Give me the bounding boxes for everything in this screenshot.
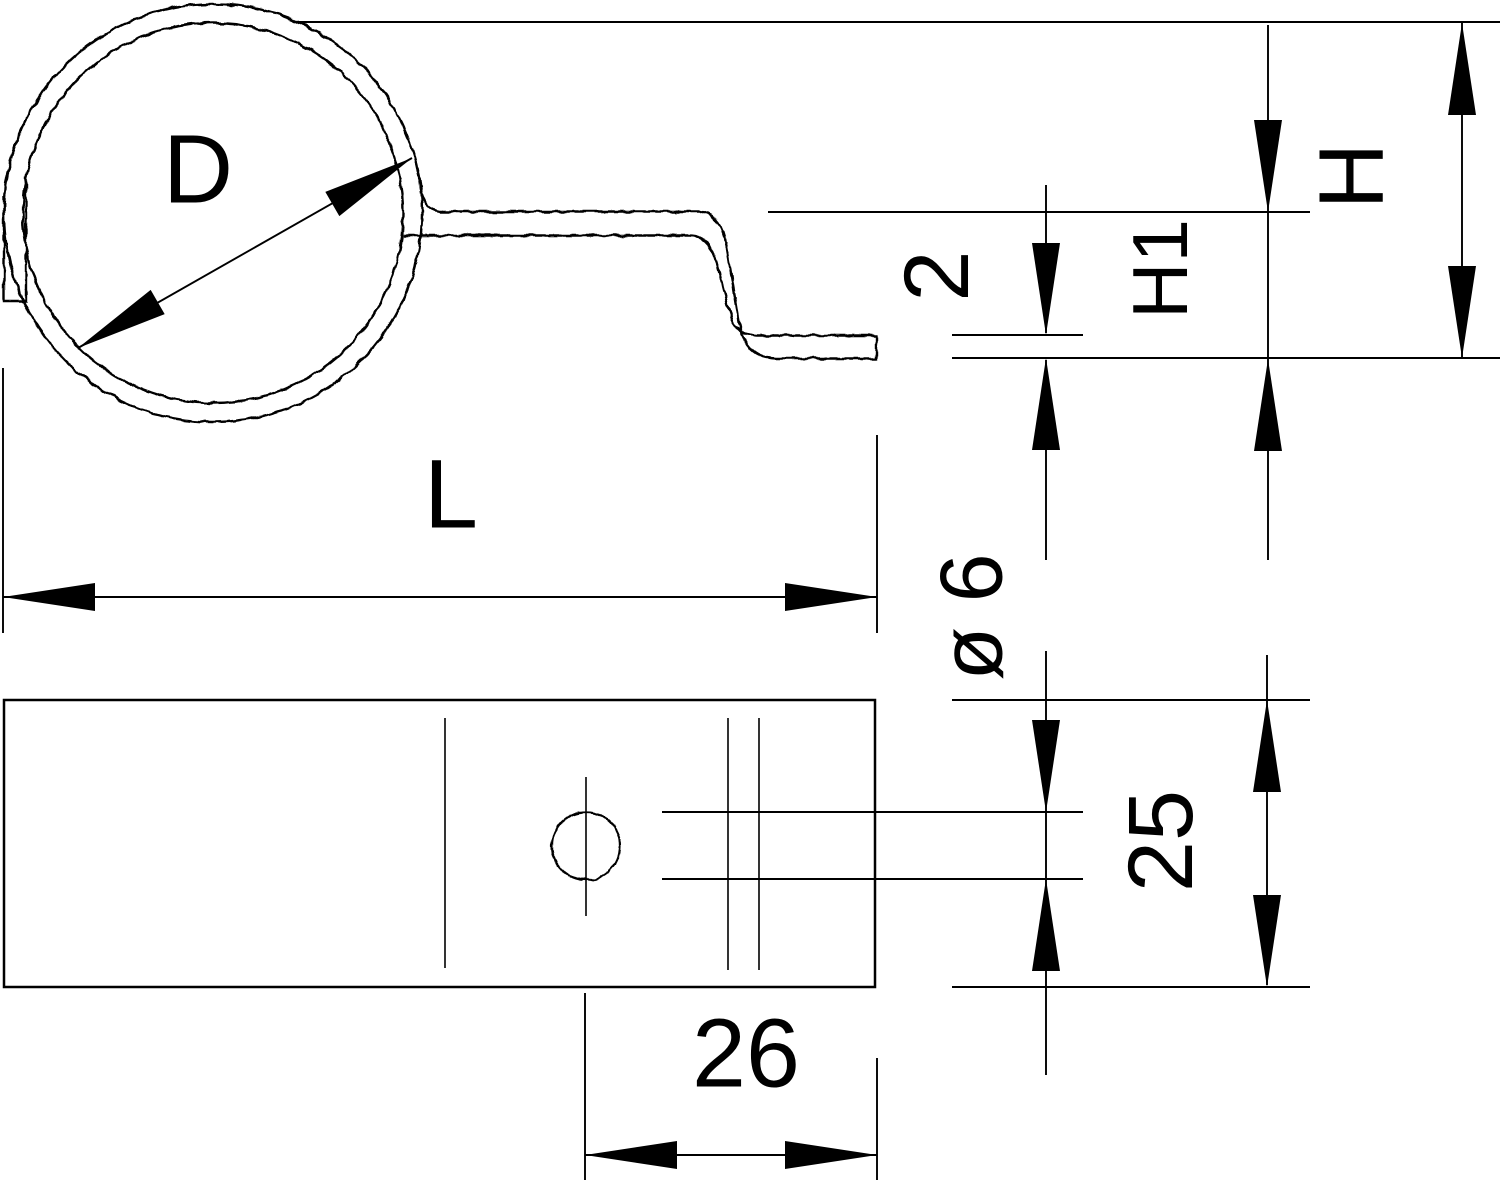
clamp-band-end-tail — [2, 176, 28, 303]
arrow-H1-bottom — [1254, 359, 1282, 451]
arrow-2-top — [1032, 243, 1060, 335]
clamp-inner-circle — [21, 21, 405, 405]
arrow-25-bottom — [1253, 895, 1281, 987]
arrow-25-top — [1253, 700, 1281, 792]
label-pipe-diameter-D: D — [163, 115, 233, 224]
bottom-view-flange-plate — [2, 698, 877, 989]
label-hole-diameter-o6: ø 6 — [922, 553, 1021, 680]
extension-lines — [2, 21, 1500, 1180]
arrow-26-left — [585, 1141, 677, 1169]
label-overall-height-H: H — [1301, 143, 1403, 209]
side-view-clamp-profile — [2, 2, 878, 424]
dimension-arrowheads — [3, 23, 1476, 1169]
arrow-H1-top — [1254, 120, 1282, 212]
label-flange-height-H1: H1 — [1116, 219, 1204, 319]
arrow-L-left — [3, 583, 95, 611]
arrow-H-bottom — [1448, 266, 1476, 358]
flange-plate-outline — [2, 698, 877, 989]
label-material-thickness-2: 2 — [886, 250, 988, 301]
label-plate-width-25: 25 — [1110, 790, 1212, 892]
dimension-labels: D L H H1 2 ø 6 25 26 — [163, 115, 1403, 1108]
label-hole-edge-distance-26: 26 — [692, 999, 800, 1108]
arrow-hole-dia-bottom — [1032, 879, 1060, 971]
arrow-2-bottom — [1032, 358, 1060, 450]
arrow-hole-dia-top — [1032, 720, 1060, 812]
clamp-step-flange-profile — [403, 185, 878, 360]
arrow-26-right — [785, 1141, 877, 1169]
arrow-L-right — [785, 583, 877, 611]
arrow-D-upper — [325, 158, 412, 217]
arrow-H-top — [1448, 23, 1476, 115]
arrow-D-lower — [78, 289, 165, 348]
label-overall-length-L: L — [424, 440, 478, 549]
